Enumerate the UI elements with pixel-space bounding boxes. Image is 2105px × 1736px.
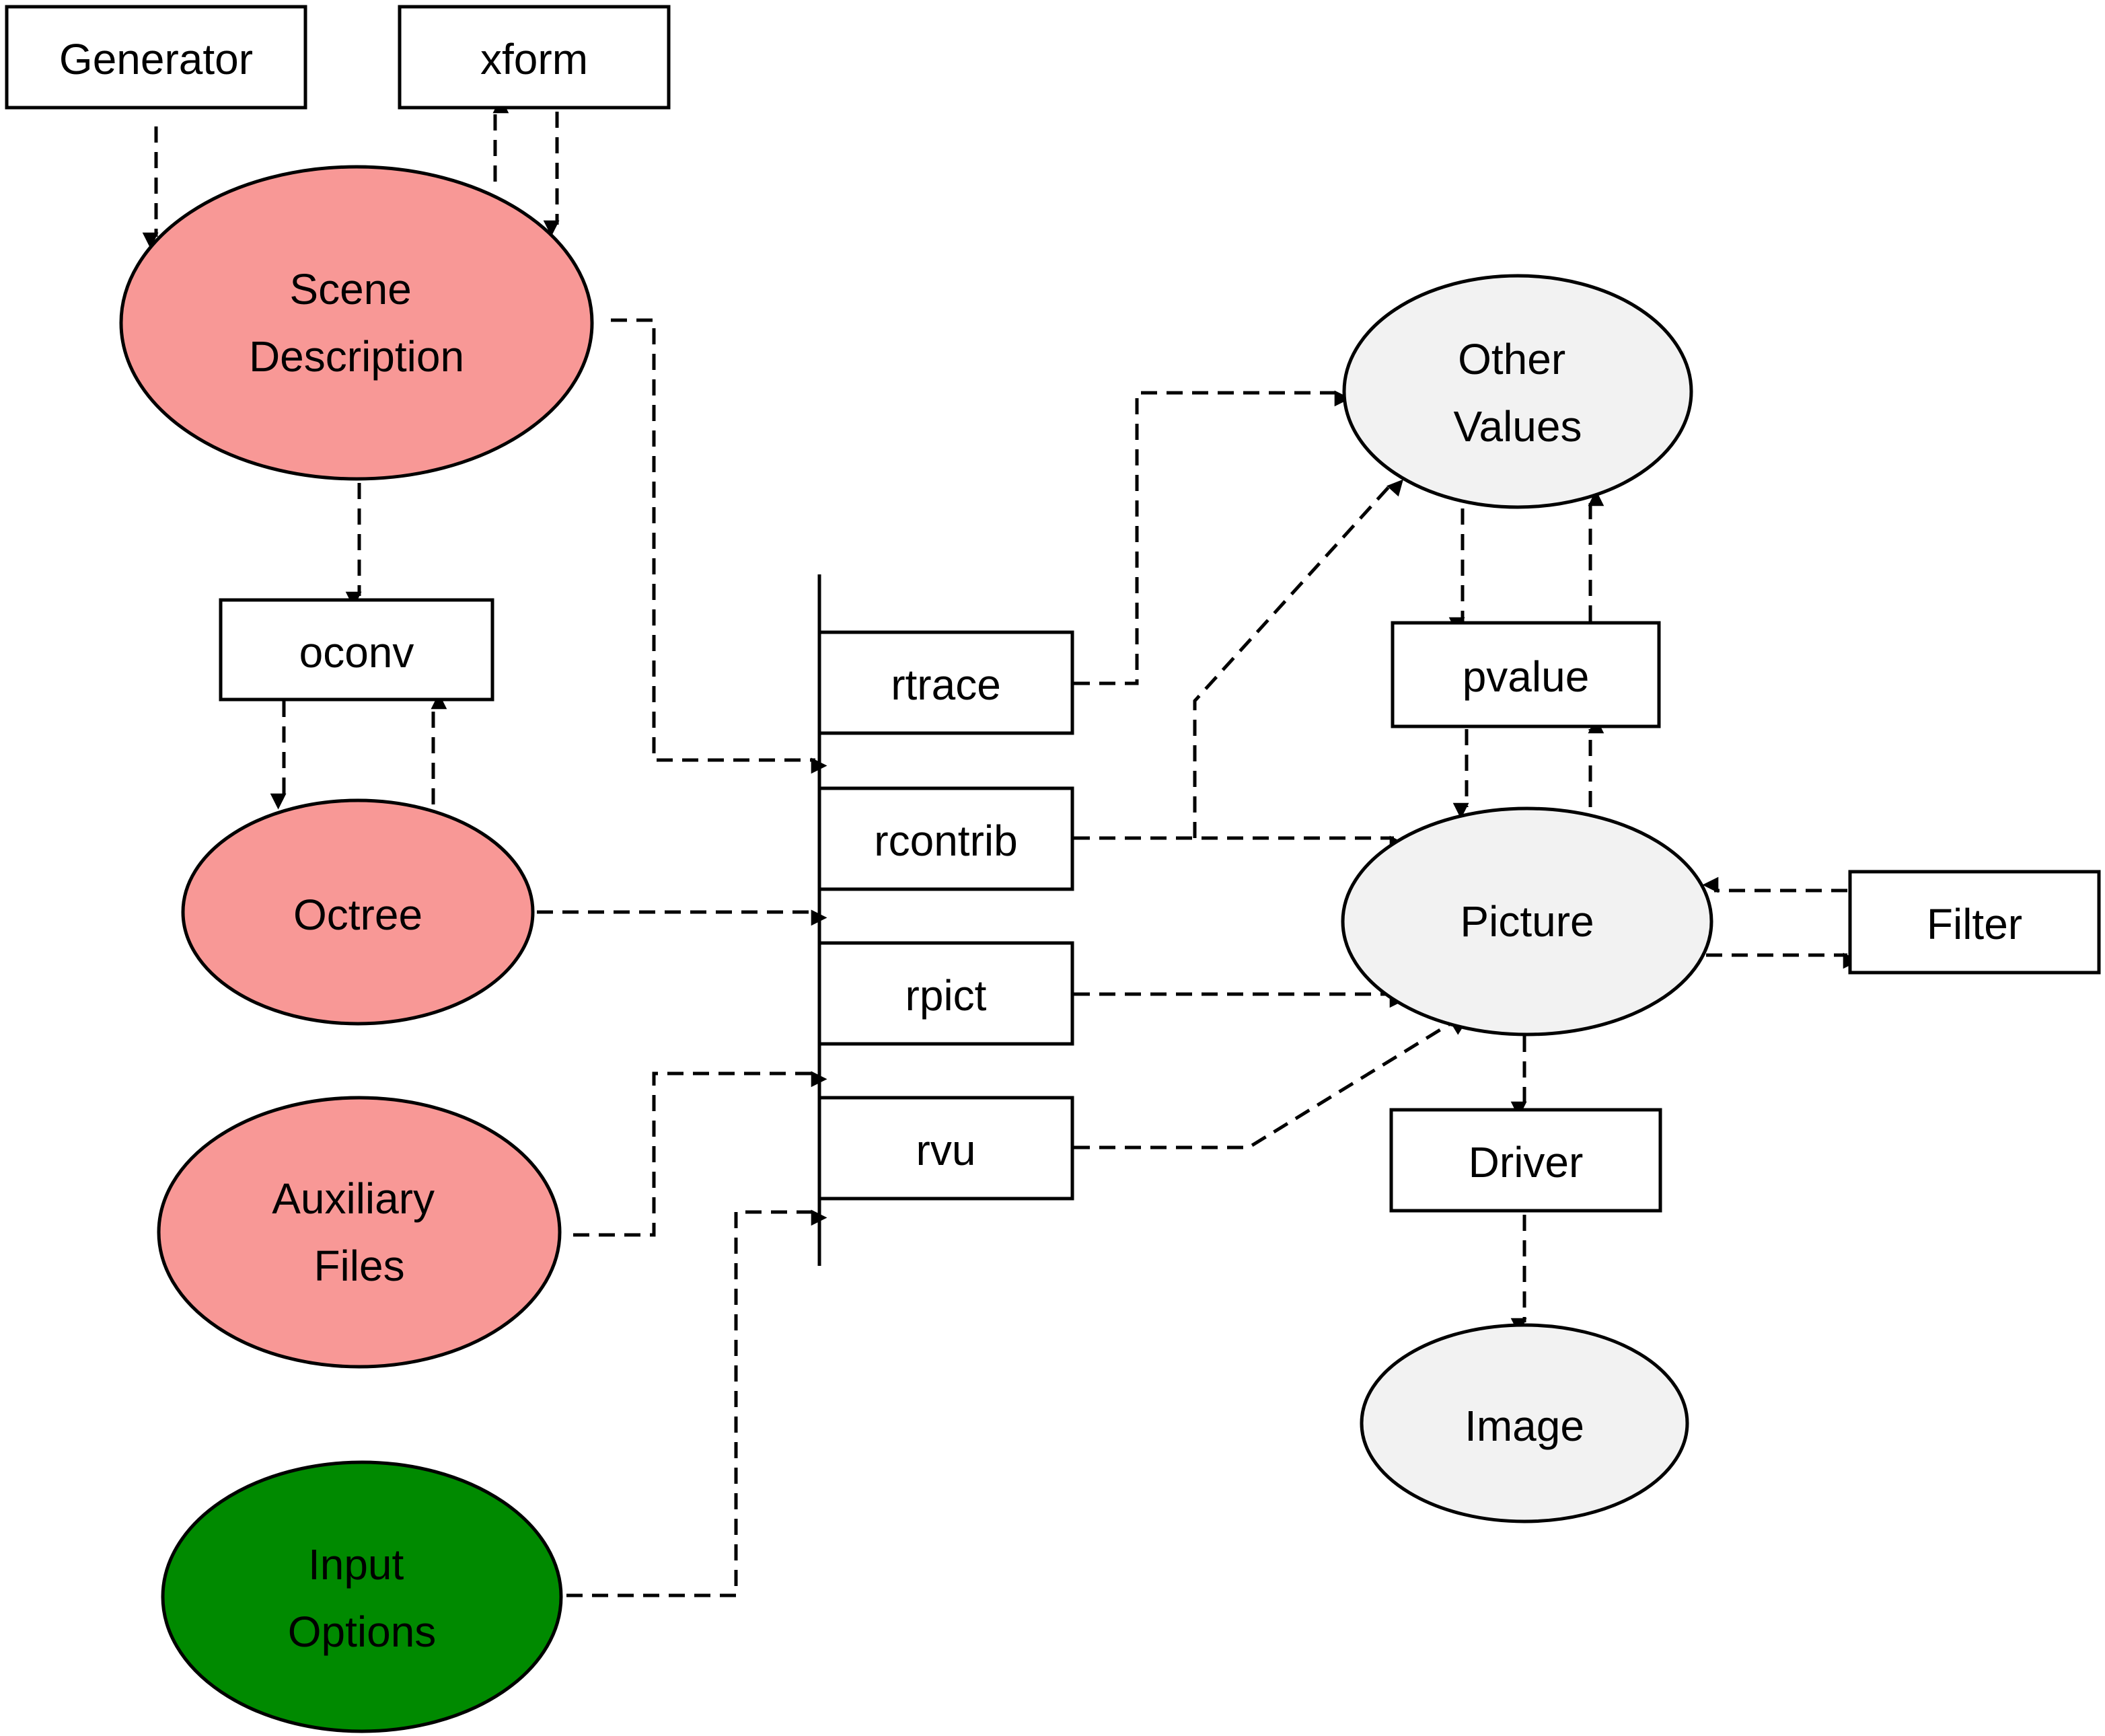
rcontrib-node: rcontrib <box>817 786 1074 891</box>
rvu-node: rvu <box>817 1096 1074 1201</box>
input-options-label: Input Options <box>288 1540 437 1656</box>
generator-label: Generator <box>59 35 253 83</box>
edge-scene-to-bus <box>611 318 827 774</box>
scene-description-line-2: Description <box>249 332 464 381</box>
auxiliary-files-label: Auxiliary Files <box>272 1174 447 1290</box>
scene-description-line-1: Scene <box>289 265 411 313</box>
edge-rvu-to-picture <box>1074 1019 1468 1149</box>
edge-options-to-bus <box>566 1209 827 1597</box>
scene-description-ellipse <box>119 165 594 481</box>
other-values-ellipse <box>1342 274 1693 509</box>
picture-ellipse <box>1341 806 1713 1036</box>
scene-description-node: Scene Description <box>119 165 594 481</box>
oconv-label: oconv <box>299 628 414 677</box>
driver-node: Driver <box>1389 1108 1662 1213</box>
other-values-node: Other Values <box>1342 274 1693 509</box>
image-label: Image <box>1465 1402 1584 1450</box>
xform-node: xform <box>398 5 671 110</box>
edge-auxiliary-to-bus <box>573 1071 827 1237</box>
rtrace-label: rtrace <box>891 661 1001 709</box>
octree-node: Octree <box>181 798 535 1026</box>
rpict-label: rpict <box>906 971 987 1020</box>
auxiliary-files-line-1: Auxiliary <box>272 1174 435 1223</box>
auxiliary-files-node: Auxiliary Files <box>157 1096 562 1369</box>
image-node: Image <box>1360 1323 1689 1523</box>
edge-rtrace-to-other-values <box>1074 390 1351 685</box>
connectors <box>142 97 1859 1597</box>
pvalue-node: pvalue <box>1391 621 1661 728</box>
auxiliary-files-line-2: Files <box>313 1242 404 1290</box>
input-options-line-1: Input <box>308 1540 404 1589</box>
input-options-line-2: Options <box>288 1608 437 1656</box>
input-options-ellipse <box>161 1460 563 1733</box>
oconv-node: oconv <box>219 598 494 702</box>
octree-label: Octree <box>293 891 422 939</box>
edge-rcontrib-to-other-values <box>1193 479 1403 838</box>
driver-label: Driver <box>1469 1138 1584 1186</box>
other-values-line-2: Values <box>1454 402 1582 451</box>
rpict-node: rpict <box>817 941 1074 1046</box>
other-values-line-1: Other <box>1458 335 1565 383</box>
auxiliary-files-ellipse <box>157 1096 562 1369</box>
rtrace-node: rtrace <box>817 630 1074 735</box>
generator-node: Generator <box>5 5 307 110</box>
input-options-node: Input Options <box>161 1460 563 1733</box>
rvu-label: rvu <box>916 1126 976 1174</box>
filter-label: Filter <box>1927 900 2022 948</box>
other-values-label: Other Values <box>1454 335 1582 451</box>
octree-ellipse <box>181 798 535 1026</box>
picture-node: Picture <box>1341 806 1713 1036</box>
filter-node: Filter <box>1848 870 2101 975</box>
pvalue-label: pvalue <box>1463 652 1590 701</box>
image-ellipse <box>1360 1323 1689 1523</box>
picture-label: Picture <box>1460 897 1594 946</box>
xform-label: xform <box>480 35 588 83</box>
scene-description-label: Scene Description <box>249 265 464 381</box>
rcontrib-label: rcontrib <box>874 817 1017 865</box>
